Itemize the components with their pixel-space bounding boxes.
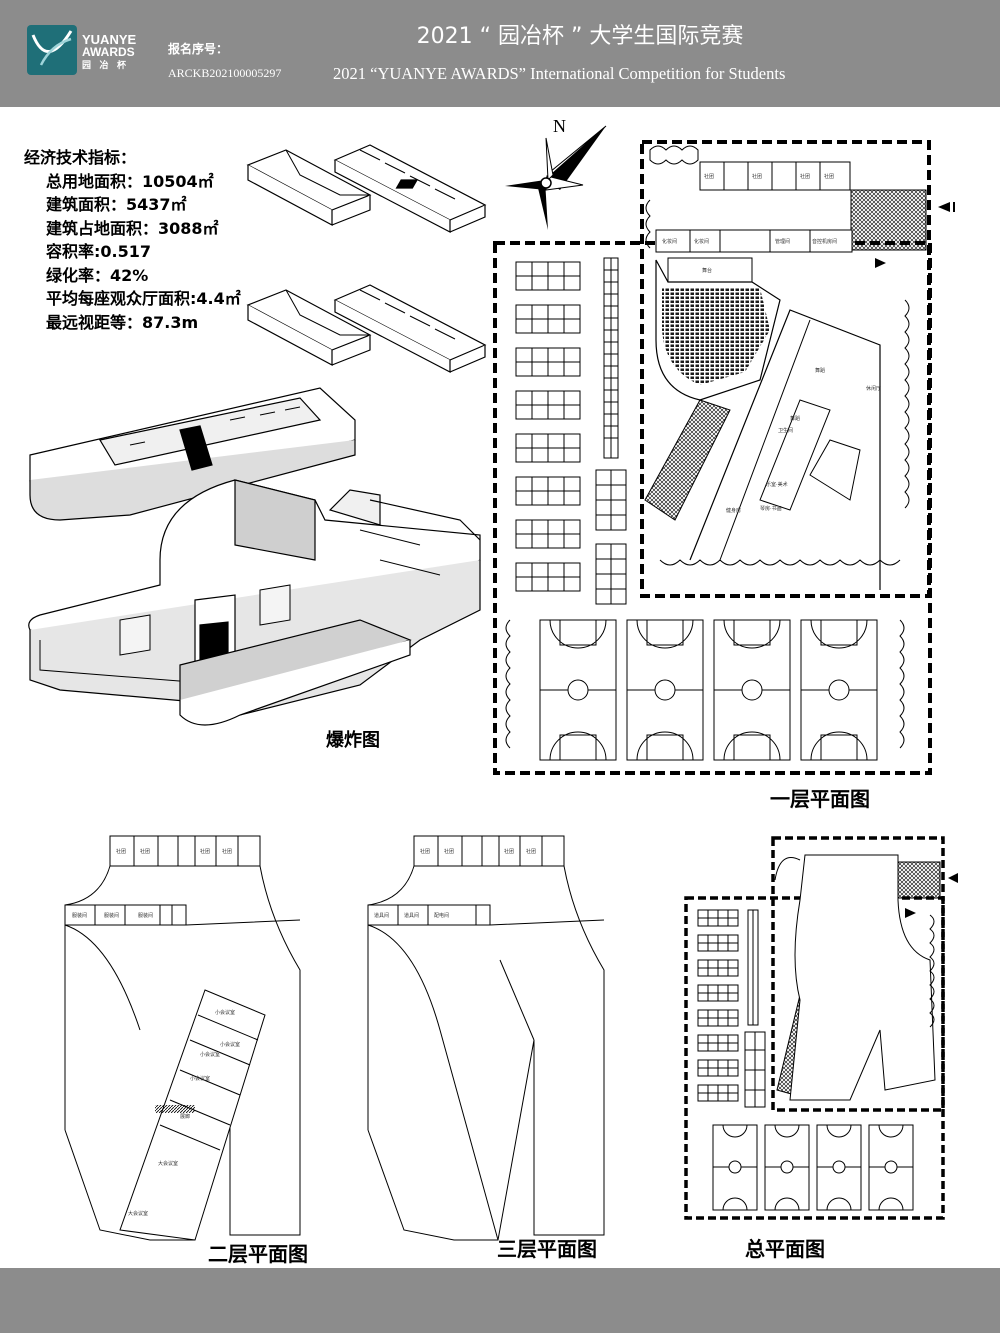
room-label: 琴房·书画	[760, 505, 782, 512]
room-label: 管理间	[775, 238, 790, 245]
room-label: 舞蹈	[790, 415, 800, 422]
room-label: 社团	[504, 848, 514, 855]
caption-floor3: 三层平面图	[497, 1237, 597, 1261]
registration-label: 报名序号：	[168, 42, 229, 56]
room-label: 社团	[420, 848, 430, 855]
room-label: 社团	[222, 848, 232, 855]
indicators-heading: 经济技术指标：	[24, 148, 137, 167]
floor2-plan: 社团 社团 社团 社团 服装间 服装间 服装间 小会议室 小会议室 小会议室 小…	[64, 835, 301, 1241]
room-label: 化妆间	[662, 238, 677, 245]
room-label: 社团	[444, 848, 454, 855]
caption-floor1: 一层平面图	[770, 787, 870, 811]
room-label: 服装间	[104, 912, 119, 919]
room-label: 乐室·美术	[766, 481, 788, 488]
logo-cn: 园 冶 杯	[82, 60, 130, 70]
room-label: 音控机房间	[812, 238, 837, 245]
indicator-seat-area: 平均每座观众厅面积:4.4㎡	[46, 289, 241, 308]
indicator-far: 容积率:0.517	[46, 242, 152, 261]
room-label: 社团	[116, 848, 126, 855]
room-label: 小会议室	[215, 1009, 235, 1016]
room-label: 社团	[526, 848, 536, 855]
exploded-axonometric	[28, 387, 481, 726]
entrance-arrow-icon	[875, 258, 886, 268]
indicator-site-area: 总用地面积：10504㎡	[46, 171, 214, 191]
entrance-arrow-icon	[905, 908, 916, 918]
indicator-view-distance: 最远视距等：87.3m	[46, 312, 199, 332]
competition-title-cn: 2021 “ 园冶杯 ” 大学生国际竞赛	[416, 24, 744, 49]
room-label: 道具间	[404, 912, 419, 919]
floor1-plan: 社团 社团 社团 社团 化妆间 化妆间 管理间 音控机房间 舞台 舞蹈 舞蹈 卫…	[493, 140, 955, 775]
axonometric-floor3	[246, 144, 487, 233]
yuanye-logo	[27, 25, 77, 75]
north-arrow-icon: N	[505, 116, 607, 230]
room-label: 大会议室	[158, 1160, 178, 1167]
entrance-arrow-icon	[948, 873, 958, 883]
room-label: 小会议室	[190, 1075, 210, 1082]
floor3-plan: 社团 社团 社团 社团 道具间 道具间 配电间	[367, 835, 605, 1241]
room-label: 社团	[824, 173, 834, 180]
economic-indicators: 经济技术指标： 总用地面积：10504㎡ 建筑面积：5437㎡ 建筑占地面积：3…	[24, 146, 241, 334]
stage-label: 舞台	[702, 267, 712, 274]
room-label: 社团	[704, 173, 714, 180]
logo-wordmark: YUANYE AWARDS 园 冶 杯	[82, 33, 136, 72]
room-label: 化妆间	[694, 238, 709, 245]
indicator-footprint: 建筑占地面积：3088㎡	[46, 218, 219, 238]
north-label: N	[553, 116, 566, 136]
room-label: 服装间	[72, 912, 87, 919]
room-label: 配电间	[434, 912, 449, 919]
footer-band	[0, 1268, 1000, 1333]
caption-site: 总平面图	[745, 1237, 825, 1261]
room-label: 大会议室	[128, 1210, 148, 1217]
room-label: 社团	[200, 848, 210, 855]
room-label: 小会议室	[220, 1041, 240, 1048]
logo-sub: AWARDS	[82, 45, 135, 59]
room-label: 社团	[800, 173, 810, 180]
axonometric-floor2	[246, 284, 487, 373]
room-label: 健身房	[726, 507, 741, 514]
room-label: 舞蹈	[815, 367, 825, 374]
entrance-arrow-icon	[938, 202, 950, 212]
indicator-green-ratio: 绿化率：42%	[46, 265, 149, 285]
indicator-floor-area: 建筑面积：5437㎡	[46, 195, 187, 214]
room-label: 休闲厅	[866, 385, 881, 392]
room-label: 小会议室	[200, 1051, 220, 1058]
logo-name: YUANYE	[82, 32, 137, 47]
header-band: YUANYE AWARDS 园 冶 杯 报名序号： ARCKB202100005…	[0, 0, 1000, 107]
room-label: 服装间	[138, 912, 153, 919]
room-label: 道具间	[374, 912, 389, 919]
site-plan	[684, 836, 958, 1220]
room-label: 卫生间	[778, 427, 793, 434]
room-label: 展廊	[180, 1113, 190, 1120]
room-label: 社团	[752, 173, 762, 180]
competition-title-en: 2021 “YUANYE AWARDS” International Compe…	[333, 64, 786, 83]
registration-number: ARCKB202100005297	[168, 66, 282, 80]
caption-floor2: 二层平面图	[208, 1242, 308, 1266]
caption-exploded: 爆炸图	[326, 730, 380, 751]
room-label: 社团	[140, 848, 150, 855]
